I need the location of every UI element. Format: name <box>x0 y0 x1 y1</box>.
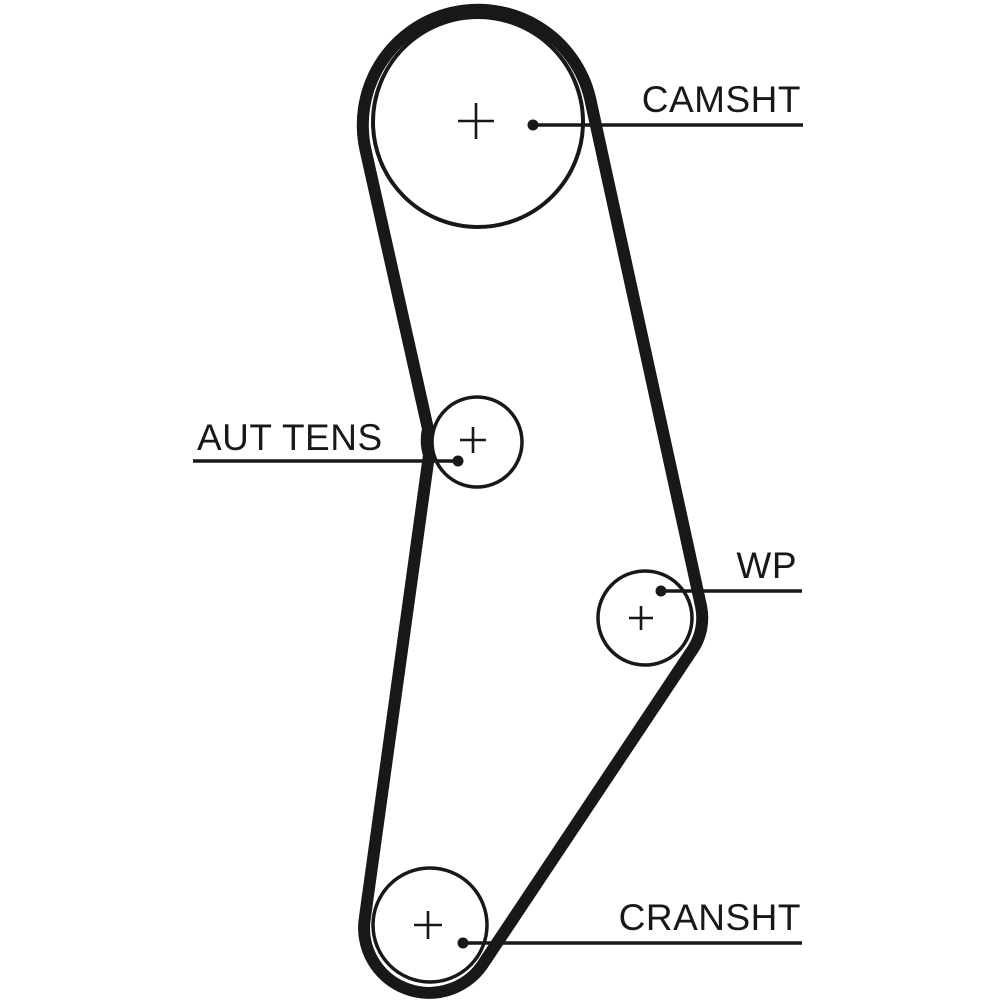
water-pump-center-cross-icon <box>629 606 653 630</box>
camshaft-label: CAMSHT <box>642 79 801 120</box>
crankshaft-center-cross-icon <box>414 911 442 939</box>
tensioner-center-cross-icon <box>460 427 486 453</box>
crankshaft-label: CRANSHT <box>619 897 801 938</box>
tensioner-label: AUT TENS <box>197 417 383 458</box>
timing-belt-path <box>356 3 709 999</box>
camshaft-center-cross-icon <box>458 103 494 139</box>
water-pump-label: WP <box>736 545 797 586</box>
tensioner-pulley-circle <box>430 395 524 489</box>
